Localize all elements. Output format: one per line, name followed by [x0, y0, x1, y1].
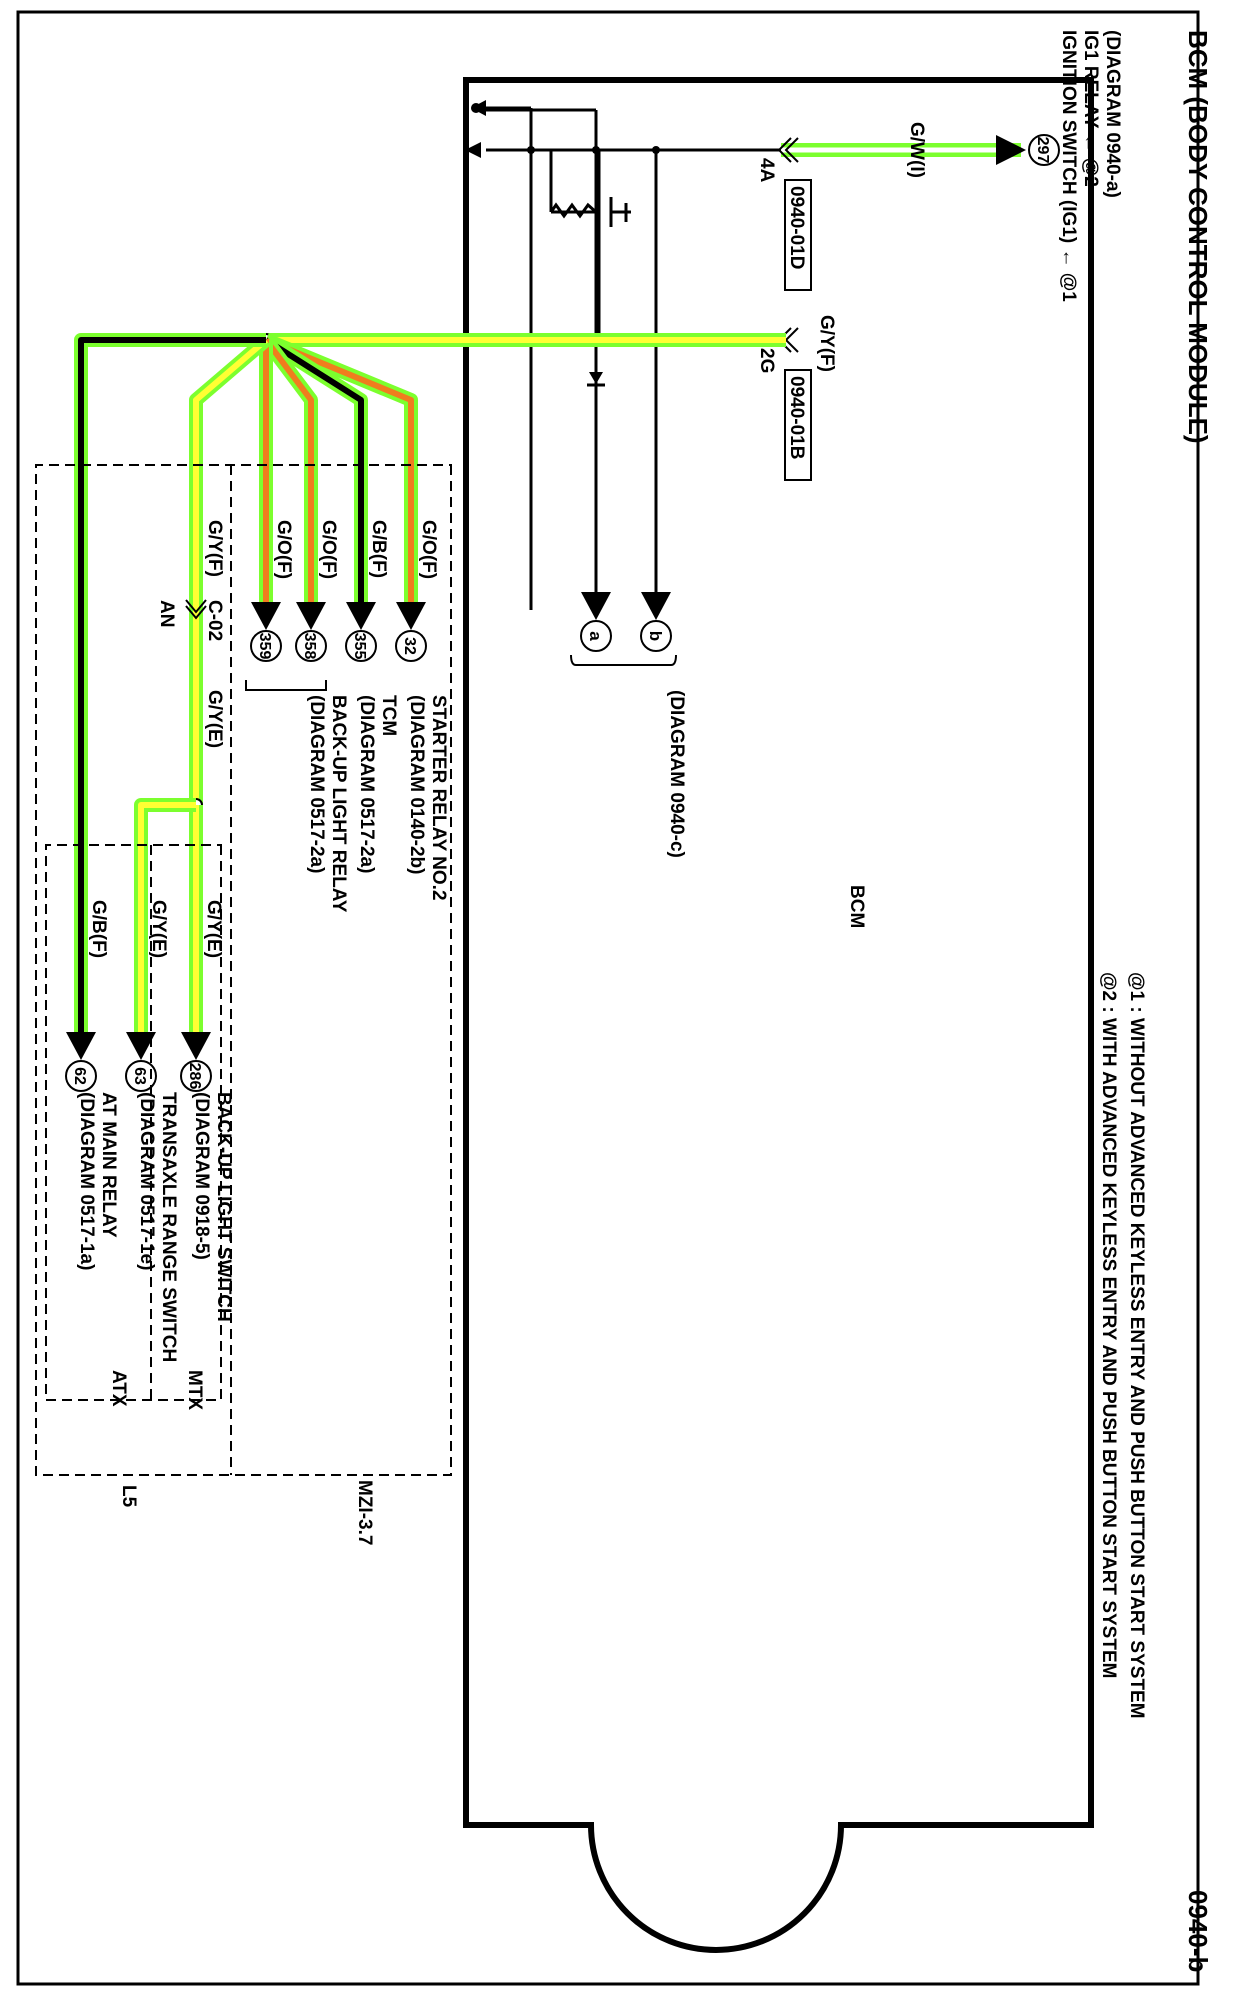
- lower-wire-63-stripe: [138, 802, 196, 1040]
- arrow-down-icon: [996, 135, 1026, 165]
- circle-355: [345, 630, 377, 662]
- circle-358: [295, 630, 327, 662]
- circle-297: [1028, 134, 1060, 166]
- circle-62-label: 62: [71, 1067, 88, 1085]
- bracket: [245, 680, 327, 691]
- bcm-label: BCM: [846, 885, 867, 928]
- diode-icon: [589, 372, 603, 384]
- circle-63-label: 63: [131, 1067, 148, 1085]
- ignition-line-1: IGNITION SWITCH (IG1) ← @1: [1058, 30, 1079, 302]
- pin-chevron-icon: [777, 137, 792, 163]
- pin-chevron-icon: [784, 137, 799, 163]
- connector-b: [640, 620, 672, 652]
- lower-wire-label-63: G/Y(E): [148, 900, 169, 958]
- branch-text-355-1: (DIAGRAM 0517-2a): [356, 695, 377, 873]
- lower-text-62-0: AT MAIN RELAY: [98, 1092, 119, 1238]
- l5-variant: L5: [118, 1485, 139, 1508]
- circle-63: [125, 1060, 157, 1092]
- connector-0940-01d-box: [784, 179, 812, 291]
- circle-359-label: 359: [256, 633, 273, 660]
- connector-a: [580, 620, 612, 652]
- note-2: @2 : WITH ADVANCED KEYLESS ENTRY AND PUS…: [1098, 972, 1119, 1678]
- branch-wire-label-32: G/O(F): [418, 520, 439, 579]
- lower-text-63-1: (DIAGRAM 0517-1e): [136, 1092, 157, 1270]
- arrow-down-icon: [346, 602, 376, 630]
- circle-286: [180, 1060, 212, 1092]
- circle-355-label: 355: [351, 633, 368, 660]
- bracket: [570, 654, 677, 666]
- branch-text-32-0: STARTER RELAY NO.2: [428, 695, 449, 901]
- gy-wire-before-label: G/Y(F): [204, 520, 225, 577]
- lower-text-63-0: TRANSAXLE RANGE SWITCH: [158, 1092, 179, 1362]
- circle-297-label: 297: [1034, 137, 1051, 164]
- circle-62: [65, 1060, 97, 1092]
- lower-text-286-0: BACK-UP LIGHT SWITCH: [213, 1092, 234, 1322]
- arrow-right-icon: [465, 142, 481, 158]
- terminal-dot: [471, 103, 481, 113]
- connector-b-label: b: [646, 631, 665, 641]
- arrow-down-icon: [581, 592, 611, 620]
- bcm-internal-circuit: [533, 148, 786, 152]
- pin-2g: 2G: [756, 348, 777, 373]
- branch-wire-label-359: G/O(F): [273, 520, 294, 579]
- page-frame: [16, 10, 1200, 1986]
- c02-connector-label: C-02: [204, 600, 225, 641]
- bcm-diagram-ref: (DIAGRAM 0940-c): [666, 690, 687, 858]
- branch-group: 32 G/O(F) STARTER RELAY NO.2(DIAGRAM 0140-…: [65, 333, 449, 1362]
- circle-32: [395, 630, 427, 662]
- engine-variant: MZI-3.7: [354, 1480, 375, 1545]
- page-code: 0940-b: [1183, 1890, 1213, 1972]
- c02-chevron-icon: [185, 599, 207, 614]
- lower-wire-label-62: G/B(F): [88, 900, 109, 958]
- diagram-title: BCM (BODY CONTROL MODULE): [1183, 30, 1213, 444]
- lower-text-286-1: (DIAGRAM 0918-5): [191, 1092, 212, 1260]
- atx-variant: ATX: [108, 1370, 129, 1407]
- gy-wire-after-label: G/Y(E): [204, 690, 225, 748]
- branch-text-355-0: TCM: [378, 695, 399, 736]
- circle-359: [250, 630, 282, 662]
- branch-text-358-0: BACK-UP LIGHT RELAY: [328, 695, 349, 913]
- branch-wire-label-358: G/O(F): [318, 520, 339, 579]
- circle-358-label: 358: [301, 633, 318, 660]
- branch-wire-32-stripe: [264, 337, 414, 610]
- branch-wire-label-355: G/B(F): [368, 520, 389, 578]
- pin-4a: 4A: [756, 158, 777, 183]
- note-1: @1 : WITHOUT ADVANCED KEYLESS ENTRY AND …: [1126, 972, 1147, 1719]
- c02-chevron-icon: [185, 605, 207, 620]
- branch-wire-358-stripe: [263, 338, 314, 610]
- connector-a-label: a: [586, 631, 605, 641]
- branch-text-32-1: (DIAGRAM 0140-2b): [406, 695, 427, 874]
- arrow-down-icon: [296, 602, 326, 630]
- connector-0940-01b-box: [784, 369, 812, 481]
- ignition-line-2: IG1 RELAY ← @2: [1080, 30, 1101, 187]
- ignition-line-3: (DIAGRAM 0940-a): [1102, 30, 1123, 198]
- bcm-box: [463, 77, 1094, 1953]
- arrow-down-icon: [181, 1032, 211, 1060]
- mzi-box: [35, 464, 452, 1476]
- branch-wire-355-stripe: [264, 337, 364, 610]
- lower-text-62-1: (DIAGRAM 0517-1a): [76, 1092, 97, 1270]
- lower-wire-62-stripe: [78, 337, 266, 1040]
- branch-text-358-1: (DIAGRAM 0517-2a): [306, 695, 327, 873]
- mtx-atx-box: [45, 844, 222, 1401]
- circle-32-label: 32: [401, 637, 418, 655]
- arrow-down-icon: [396, 602, 426, 630]
- arrow-down-icon: [126, 1032, 156, 1060]
- mtx-variant: MTX: [184, 1370, 205, 1410]
- circle-286-label: 286: [186, 1063, 203, 1090]
- arrow-down-icon: [66, 1032, 96, 1060]
- arrow-down-icon: [251, 602, 281, 630]
- gy-branch-wire-stripe: [193, 337, 268, 855]
- lower-wire-label-286: G/Y(E): [203, 900, 224, 958]
- c02-connector-sub-label: AN: [156, 600, 177, 627]
- connector-0940-01b: 0940-01B: [786, 376, 807, 459]
- trunk-wire-label: G/Y(F): [816, 315, 837, 372]
- connector-0940-01d: 0940-01D: [786, 186, 807, 269]
- ignition-wire-label: G/W(I): [906, 122, 927, 178]
- arrow-down-icon: [641, 592, 671, 620]
